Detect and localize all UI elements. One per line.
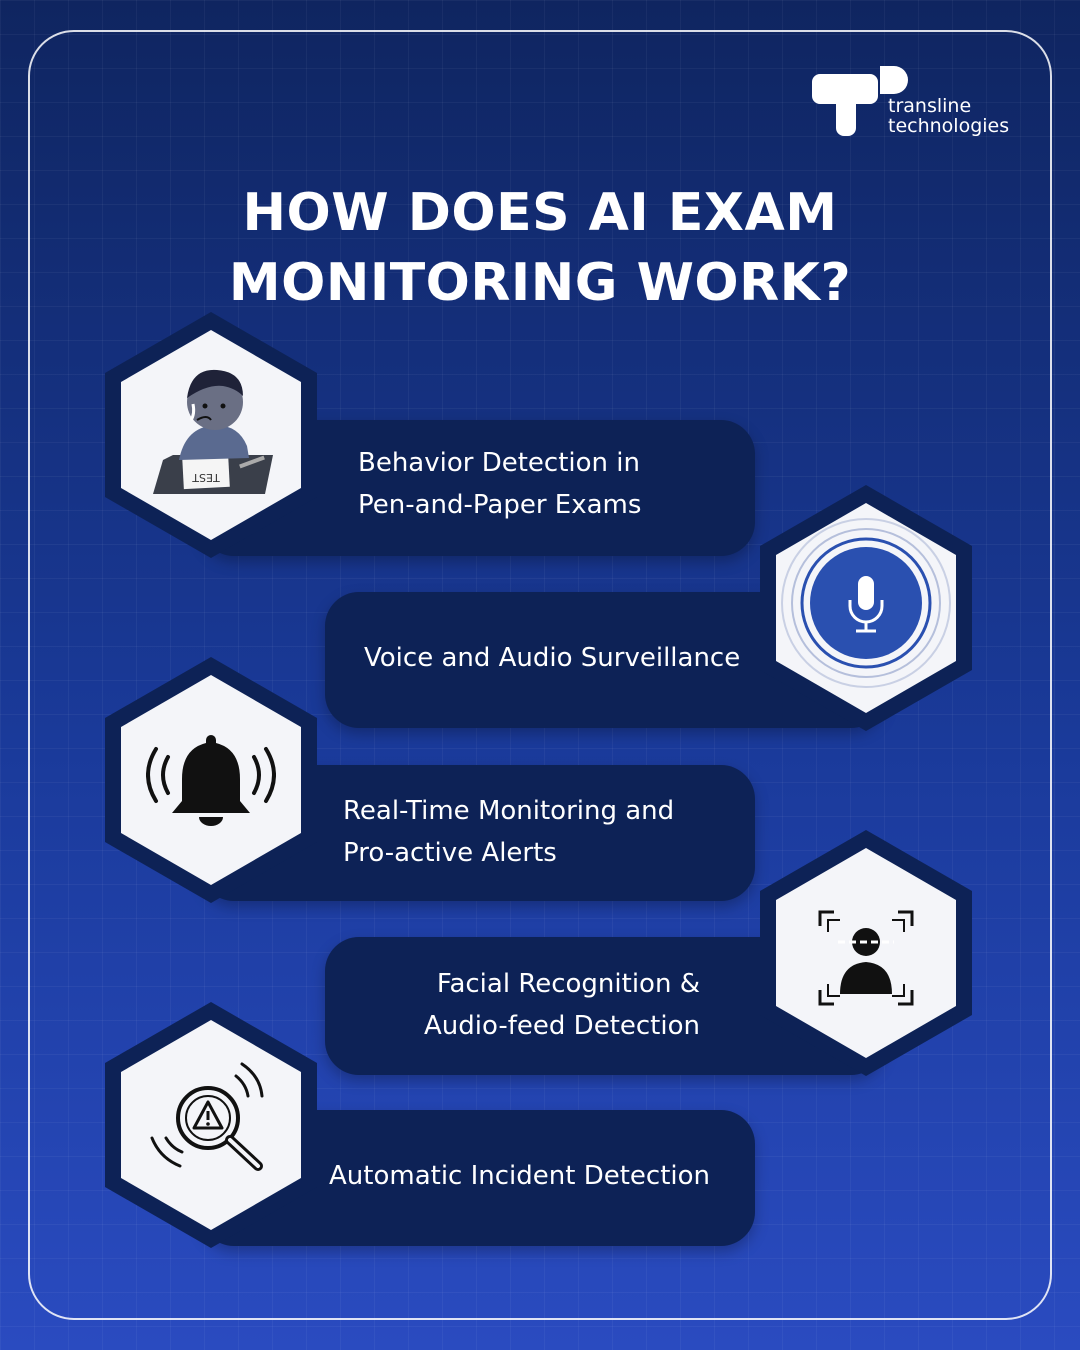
hex-behavior: TEST — [103, 310, 319, 560]
face-scan-icon — [818, 910, 914, 1006]
bell-alert-icon — [146, 735, 276, 826]
student-exam-icon: TEST — [153, 369, 273, 494]
step-label-alerts: Real-Time Monitoring and Pro-active Aler… — [343, 796, 675, 868]
step-label-voice: Voice and Audio Surveillance — [364, 643, 741, 673]
brand-name-line1: transline — [888, 95, 972, 117]
hex-voice — [758, 483, 974, 733]
brand-name: transline technologies — [888, 96, 1009, 136]
page-title-line2: MONITORING WORK? — [228, 253, 852, 313]
incident-search-icon — [150, 1062, 264, 1171]
hex-incident — [103, 1000, 319, 1250]
step-label-incident: Automatic Incident Detection — [329, 1161, 711, 1191]
page-frame — [28, 30, 1052, 1320]
svg-text:TEST: TEST — [192, 471, 221, 484]
brand-logo: transline technologies — [808, 64, 1038, 144]
hex-facial — [758, 828, 974, 1078]
step-label-facial: Facial Recognition & Audio-feed Detectio… — [424, 969, 700, 1041]
step-label-behavior: Behavior Detection in Pen-and-Paper Exam… — [358, 448, 642, 520]
hex-alerts — [103, 655, 319, 905]
page-title-line1: HOW DOES AI EXAM — [242, 183, 838, 243]
page-title: HOW DOES AI EXAM MONITORING WORK? — [0, 178, 1080, 318]
logo-mark-icon — [812, 66, 908, 136]
microphone-icon — [781, 518, 951, 688]
brand-name-line2: technologies — [888, 115, 1010, 137]
